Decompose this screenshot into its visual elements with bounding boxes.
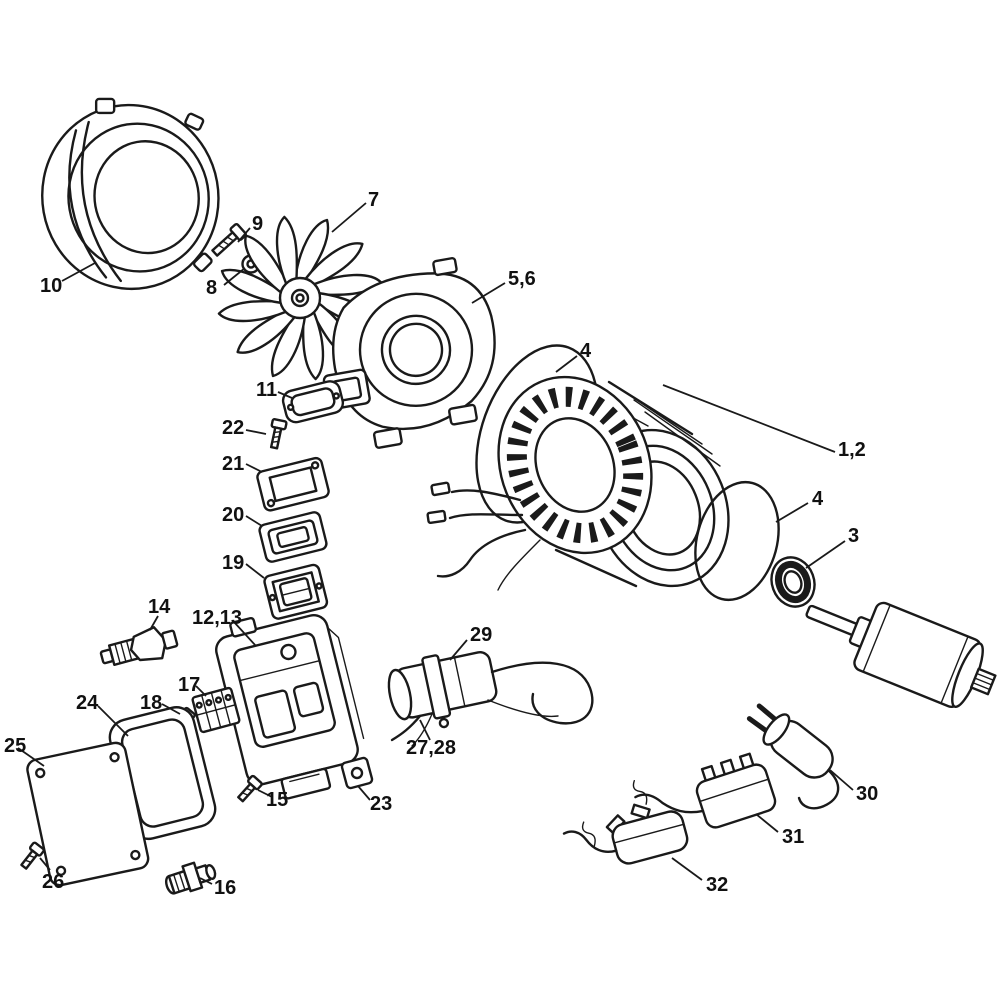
label-switch: 19 [222, 552, 244, 574]
label-gland: 14 [148, 596, 171, 618]
label-bearing: 3 [848, 525, 859, 547]
label-square-nut: 23 [370, 793, 392, 815]
housing-12-13-shape [215, 613, 365, 800]
label-frame: 21 [222, 453, 244, 475]
label-switch-cover: 20 [222, 504, 244, 526]
screw-9-shape [211, 222, 247, 257]
label-spike: 16 [214, 877, 236, 899]
label-screw-fan-cover: 9 [252, 213, 263, 235]
label-plate-screw: 26 [42, 871, 64, 893]
label-fan-housing: 5,6 [508, 268, 536, 290]
label-washer: 8 [206, 277, 217, 299]
label-housing-gasket: 24 [76, 692, 99, 714]
rotor-shape [805, 601, 997, 709]
label-capacitor: 29 [470, 624, 492, 646]
label-ring-front: 4 [580, 340, 592, 362]
label-terminal-block: 17 [178, 674, 200, 696]
label-wiring: 27,28 [406, 737, 456, 759]
label-ring-rear: 4 [812, 488, 824, 510]
leader-lines [17, 202, 854, 885]
wiring-shape [390, 661, 594, 747]
screw-15-shape [237, 774, 263, 803]
fan-impeller-shape [217, 215, 383, 381]
screw-22-shape [269, 418, 288, 450]
gland-14-shape [99, 626, 179, 667]
label-plug-aus: 32 [706, 874, 728, 896]
screw-26-shape [20, 841, 45, 870]
plug-uk-shape [632, 752, 777, 829]
part-labels: 7 9 8 10 5,6 4 1,2 4 3 11 22 21 20 19 14… [4, 189, 878, 899]
fan-cover-shape [41, 97, 220, 291]
gasket-11-shape [281, 380, 345, 424]
stator-shape [426, 375, 730, 591]
switch-19-shape [263, 563, 329, 620]
label-plug-uk: 31 [782, 826, 804, 848]
plate-25-shape [26, 741, 150, 887]
terminal-17-shape [191, 686, 241, 734]
label-fan-cover: 10 [40, 275, 62, 297]
frame-21-shape [256, 456, 330, 512]
spike-16-shape [164, 861, 217, 895]
label-gasket-small: 11 [256, 379, 277, 401]
label-housing-screw: 15 [266, 789, 288, 811]
bearing-shape [770, 556, 816, 608]
capacitor-shape [387, 651, 498, 729]
label-stator: 1,2 [838, 439, 866, 461]
plug-euro-shape [746, 703, 840, 810]
fan-housing-shape [322, 257, 496, 449]
label-screw-cover-frame: 22 [222, 417, 244, 439]
cover-20-shape [258, 511, 328, 563]
oring-rear-shape [694, 480, 780, 602]
nut-23-shape [340, 756, 374, 790]
plug-aus-shape [562, 803, 689, 865]
label-terminal-screw: 18 [140, 692, 162, 714]
label-fan-impeller: 7 [368, 189, 379, 211]
label-motor-housing: 12,13 [192, 607, 242, 629]
label-cover-plate: 25 [4, 735, 26, 757]
label-plug-euro: 30 [856, 783, 878, 805]
